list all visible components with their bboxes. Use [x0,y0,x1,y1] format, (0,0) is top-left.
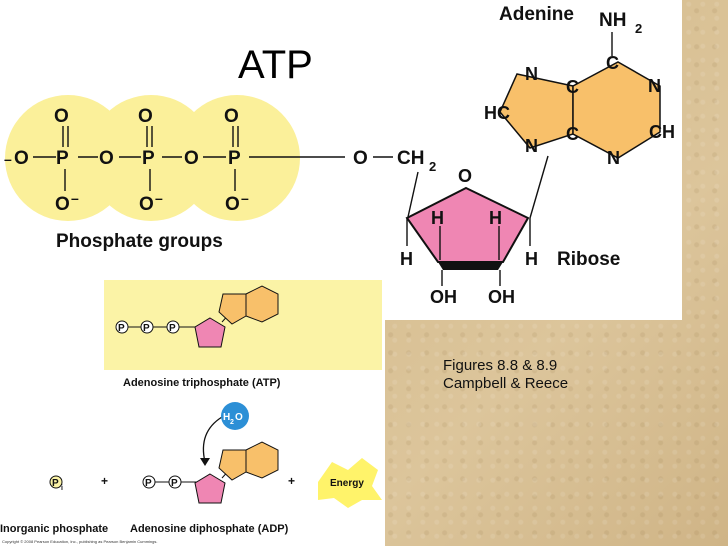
adenine-atoms: Adenine NH 2 C N C N HC CH C N N [484,4,675,168]
caption-line-1: Figures 8.8 & 8.9 [443,357,558,374]
atp-cartoon: P P P [115,285,279,348]
adenine-c-top: C [606,53,619,73]
ribose-h-inner-right: H [489,208,502,228]
water-arrow: H 2 O [200,402,249,466]
adenine-nh-sub2: 2 [635,21,642,36]
slide-title: ATP [238,43,313,87]
ribose-h-right: H [525,249,538,269]
phosphate-o-bottom-2: O [139,194,154,215]
ribose-h-inner-left: H [431,208,444,228]
plus-2: + [288,474,295,488]
adenine-n-top-left: N [525,64,538,84]
minus-2: – [155,190,163,206]
minus-1: – [71,190,79,206]
pi-circle [49,475,63,489]
plus-1: + [101,474,108,488]
adenine-nh: NH [599,10,626,31]
phosphate-o-bridge-1: O [99,148,114,169]
water-bubble [221,402,249,430]
ribose-ring [405,186,530,270]
energy-starburst [318,458,382,508]
ribose-oh-right: OH [488,287,515,307]
phosphate-atoms: O O O – O P O P O P O – O – O – [4,106,249,215]
phosphate-groups-label: Phosphate groups [56,231,223,252]
terminal-minus: – [4,151,12,167]
ribose-label: Ribose [557,249,620,270]
adenine-c-mid-top: C [566,77,579,97]
figure-caption: Figures 8.8 & 8.9 Campbell & Reece [443,357,643,393]
adp-p-circle-2 [168,475,182,489]
caption-line-2: Campbell & Reece [443,375,569,392]
phosphate-o-top-2: O [138,106,153,127]
atp-p-1: P [118,323,125,334]
phosphate-o-bridge-2: O [184,148,199,169]
copyright-text: Copyright © 2008 Pearson Education, Inc.… [2,539,157,544]
adenine-n-bottom-left: N [525,136,538,156]
linker-sub2: 2 [429,159,436,174]
energy-label: Energy [330,478,364,489]
atp-p-circle-3 [166,320,180,334]
phosphate-p-2: P [142,148,155,169]
water-sub2: 2 [230,419,234,426]
ribose-bonds [406,155,549,286]
water-h: H [223,412,230,423]
adp-p-circle-1 [142,475,156,489]
ribose-h-left: H [400,249,413,269]
adenine-hc: HC [484,103,510,123]
phosphate-p-1: P [56,148,69,169]
linker-o: O [353,148,368,169]
adp-name-label: Adenosine diphosphate (ADP) [130,523,289,535]
minus-3: – [241,190,249,206]
phosphate-o-terminal: O [14,148,29,169]
ribose-atoms: O H H H H OH OH [400,166,538,307]
atp-name-label: Adenosine triphosphate (ATP) [123,377,281,389]
adp-p-1: P [145,478,152,489]
ribose-ring-o: O [458,166,472,186]
inorganic-phosphate-label: Inorganic phosphate [0,523,108,535]
adenine-n-bottom: N [607,148,620,168]
adenine-rings [499,32,661,159]
phosphate-o-bottom-3: O [225,194,240,215]
phosphate-o-bottom-1: O [55,194,70,215]
atp-p-circle-2 [140,320,154,334]
phosphate-bonds [33,126,393,191]
atp-p-2: P [143,323,150,334]
phosphate-o-top-3: O [224,106,239,127]
pi-p: P [52,478,59,489]
water-o: O [235,412,243,423]
phosphate-circles [5,95,300,221]
phosphate-circle-3 [174,95,300,221]
adenine-c-mid-bottom: C [566,124,579,144]
adenine-ch: CH [649,122,675,142]
phosphate-p-3: P [228,148,241,169]
adenine-label: Adenine [499,4,574,25]
pi-sub: i [61,485,63,492]
ribose-oh-left: OH [430,287,457,307]
adp-p-2: P [171,478,178,489]
products-row: P i + P P + Energy [49,441,382,508]
adenine-n-right: N [648,76,661,96]
linker-ch: CH [397,148,424,169]
atp-p-3: P [169,323,176,334]
phosphate-o-top-1: O [54,106,69,127]
atp-p-circle-1 [115,320,129,334]
